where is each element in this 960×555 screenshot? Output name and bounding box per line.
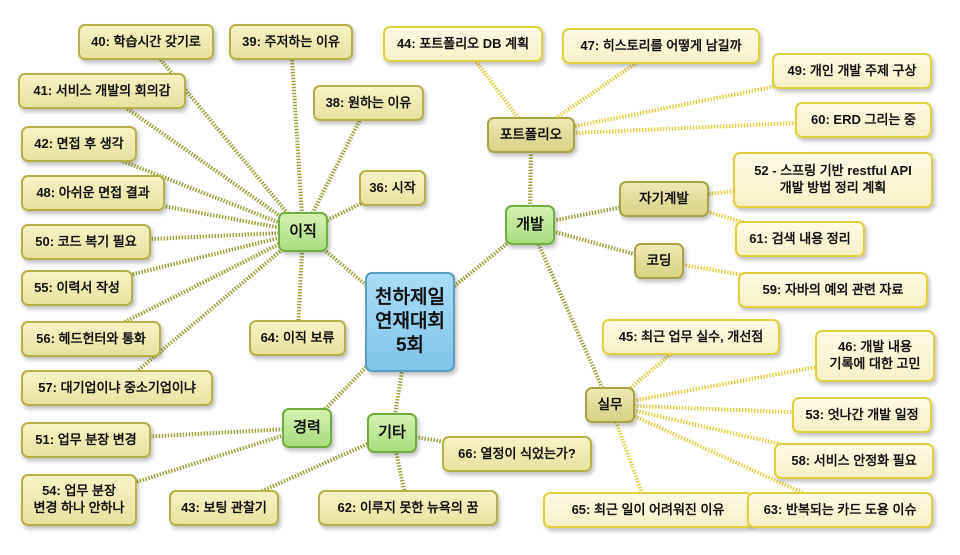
- leaf-node-64[interactable]: 64: 이직 보류: [249, 320, 346, 356]
- branch-development[interactable]: 개발: [505, 205, 555, 245]
- subbranch-work[interactable]: 실무: [585, 387, 635, 423]
- leaf-node-45[interactable]: 45: 최근 업무 실수, 개선점: [602, 319, 780, 355]
- leaf-node-54[interactable]: 54: 업무 분장 변경 하나 안하나: [21, 474, 137, 526]
- leaf-node-50[interactable]: 50: 코드 복기 필요: [21, 224, 151, 260]
- leaf-node-39[interactable]: 39: 주저하는 이유: [229, 24, 353, 60]
- connector-b-ijik-n41: [100, 89, 305, 234]
- connector-root-b-ijik: [301, 230, 412, 324]
- connector-s-portfolio-n47: [529, 44, 663, 137]
- leaf-node-55[interactable]: 55: 이력서 작성: [21, 270, 133, 306]
- connector-b-ijik-n40: [144, 40, 305, 234]
- leaf-node-43[interactable]: 43: 보팅 관찰기: [169, 490, 279, 526]
- leaf-node-36[interactable]: 36: 시작: [359, 170, 426, 206]
- leaf-node-51[interactable]: 51: 업무 분장 변경: [21, 422, 151, 458]
- leaf-node-61[interactable]: 61: 검색 내용 정리: [735, 221, 865, 257]
- branch-career[interactable]: 경력: [282, 408, 332, 448]
- leaf-node-42[interactable]: 42: 면접 후 생각: [21, 126, 137, 162]
- leaf-node-47[interactable]: 47: 히스토리를 어떻게 남길까: [562, 28, 760, 64]
- leaf-node-56[interactable]: 56: 헤드헌터와 통화: [21, 321, 161, 357]
- leaf-node-38[interactable]: 38: 원하는 이유: [313, 85, 424, 121]
- branch-job-change[interactable]: 이직: [278, 212, 328, 252]
- subbranch-portfolio[interactable]: 포트폴리오: [487, 117, 575, 153]
- leaf-node-52[interactable]: 52 - 스프링 기반 restful API 개발 방법 정리 계획: [733, 152, 933, 208]
- leaf-node-44[interactable]: 44: 포트폴리오 DB 계획: [383, 26, 543, 62]
- connector-b-ijik-n39: [289, 41, 305, 233]
- leaf-node-57[interactable]: 57: 대기업이냐 중소기업이냐: [21, 370, 213, 406]
- branch-etc[interactable]: 기타: [367, 413, 417, 453]
- leaf-node-59[interactable]: 59: 자바의 예외 관련 자료: [738, 272, 928, 308]
- root-topic[interactable]: 천하제일 연재대회 5회: [365, 272, 455, 372]
- leaf-node-66[interactable]: 66: 열정이 식었는가?: [442, 436, 592, 472]
- leaf-node-46[interactable]: 46: 개발 내용 기록에 대한 고민: [815, 330, 935, 382]
- subbranch-self-development[interactable]: 자기계발: [619, 181, 709, 217]
- leaf-node-48[interactable]: 48: 아쉬운 면접 결과: [21, 175, 165, 211]
- leaf-node-63[interactable]: 63: 반복되는 카드 도용 이슈: [747, 492, 933, 528]
- connector-b-dev-s-work: [528, 224, 612, 406]
- subbranch-coding[interactable]: 코딩: [634, 243, 684, 279]
- leaf-node-62[interactable]: 62: 이루지 못한 뉴욕의 꿈: [318, 490, 498, 526]
- connector-b-ijik-n42: [78, 142, 304, 234]
- leaf-node-40[interactable]: 40: 학습시간 갖기로: [78, 24, 214, 60]
- connector-b-ijik-n57: [115, 230, 305, 390]
- connector-b-ijik-n38: [301, 102, 371, 233]
- leaf-node-41[interactable]: 41: 서비스 개발의 회의감: [18, 73, 186, 109]
- connector-s-portfolio-n49: [530, 69, 853, 137]
- leaf-node-65[interactable]: 65: 최근 일이 어려워진 이유: [543, 492, 753, 528]
- leaf-node-58[interactable]: 58: 서비스 안정화 필요: [774, 443, 934, 479]
- leaf-node-53[interactable]: 53: 엇나간 개발 일정: [792, 397, 932, 433]
- leaf-node-49[interactable]: 49: 개인 개발 주제 구상: [772, 53, 932, 89]
- connector-b-ijik-n56: [90, 230, 304, 341]
- leaf-node-60[interactable]: 60: ERD 그리는 중: [795, 102, 932, 138]
